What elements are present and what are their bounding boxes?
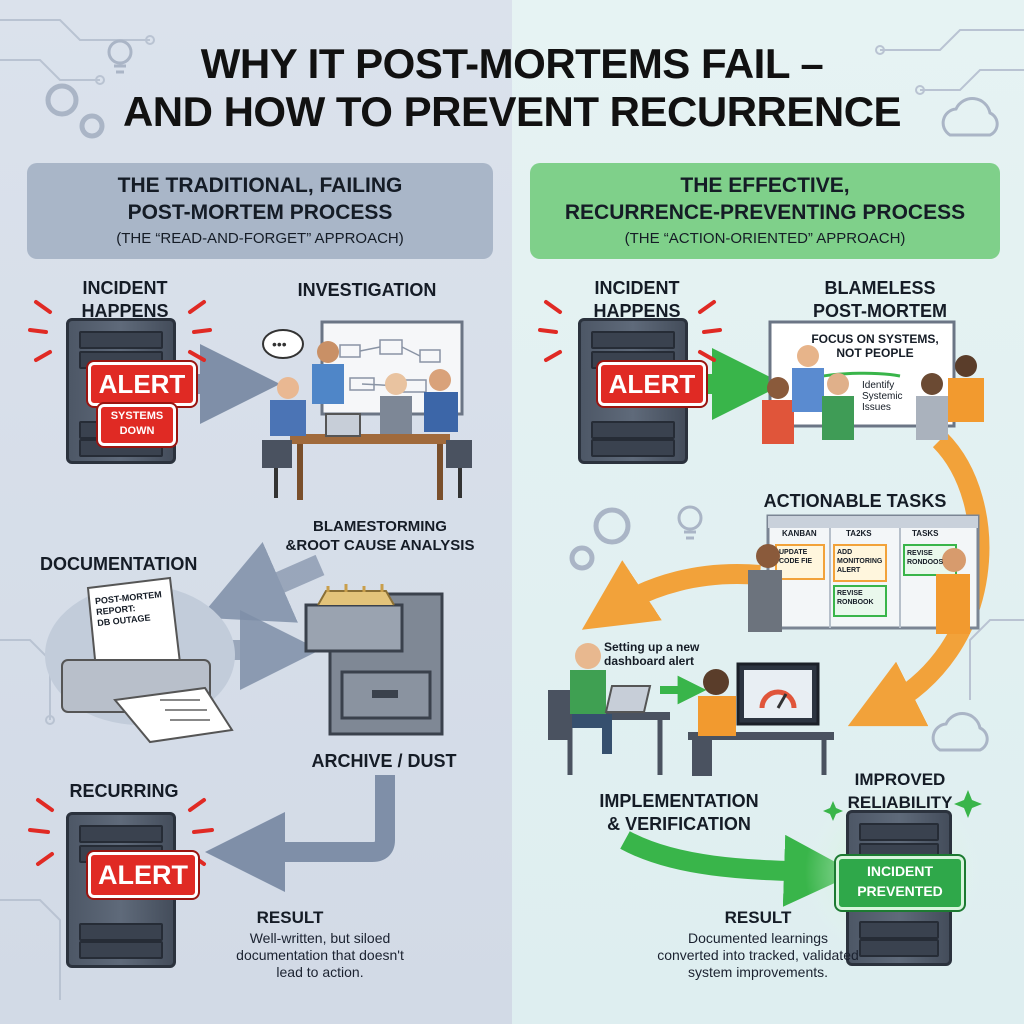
flow-arrow-investigation-to-documentation xyxy=(199,542,325,623)
right-header: THE EFFECTIVE, RECURRENCE-PREVENTING PRO… xyxy=(530,163,1000,259)
actionable-tasks-label: ACTIONABLE TASKS xyxy=(763,491,947,511)
kanban-board-illustration xyxy=(748,514,980,634)
kanban-card-4: REVISE RONBOOK xyxy=(837,590,874,606)
implementation-desk-illustration xyxy=(548,643,834,776)
improved-reliability-label: IMPROVED RELIABILITY xyxy=(847,770,953,812)
kanban-card-3: REVISE RONDOOS xyxy=(907,550,944,566)
right-result-text: Documented learnings converted into trac… xyxy=(657,930,859,980)
page-title-line2: AND HOW TO PREVENT RECURRENCE xyxy=(122,88,902,135)
blamestorming-label: BLAMESTORMING &ROOT CAUSE ANALYSIS xyxy=(285,518,475,554)
left-header: THE TRADITIONAL, FAILING POST-MORTEM PRO… xyxy=(27,163,493,259)
blameless-label: BLAMELESS POST-MORTEM xyxy=(813,278,947,321)
lightbulb-icon xyxy=(107,39,703,540)
left-result-text: Well-written, but siloed documentation t… xyxy=(236,930,404,980)
flow-arrow-tasks-to-implementation xyxy=(581,560,761,630)
blameless-scene xyxy=(762,320,984,444)
investigation-scene: ••• xyxy=(262,320,472,500)
page-title-line1: WHY IT POST-MORTEMS FAIL – xyxy=(200,40,824,87)
documentation-label: DOCUMENTATION xyxy=(40,554,198,574)
left-header-line2: POST-MORTEM PROCESS xyxy=(127,201,393,224)
archive-label: ARCHIVE / DUST xyxy=(311,751,457,771)
right-incident-label: INCIDENT HAPPENS xyxy=(593,278,681,321)
circuit-decoration xyxy=(0,19,1024,1000)
sparkle-icon xyxy=(823,790,982,821)
svg-text:•••: ••• xyxy=(272,336,287,352)
left-incident-label: INCIDENT HAPPENS xyxy=(81,278,169,321)
implementation-label: IMPLEMENTATION & VERIFICATION xyxy=(599,791,759,834)
incident-prevented-badge: INCIDENT PREVENTED xyxy=(836,856,964,910)
alert-rays xyxy=(28,300,722,866)
kanban-col-1: KANBAN xyxy=(782,529,817,538)
flow-arrow-implementation-to-prevented xyxy=(620,831,856,907)
right-result-label: RESULT xyxy=(724,908,792,927)
right-alert-badge: ALERT xyxy=(598,362,706,406)
kanban-card-2: ADD MONITORING ALERT xyxy=(837,549,883,574)
board-note: Identify Systemic Issues xyxy=(862,380,903,413)
board-headline: FOCUS ON SYSTEMS, NOT PEOPLE xyxy=(811,332,939,360)
right-header-line1: THE EFFECTIVE, xyxy=(680,174,850,197)
filing-cabinet-illustration xyxy=(304,584,444,736)
recurring-alert-badge: ALERT xyxy=(88,852,198,898)
left-result-label: RESULT xyxy=(256,908,324,927)
kanban-col-2: TA2KS xyxy=(846,529,872,538)
left-header-line3: (THE “READ-AND-FORGET” APPROACH) xyxy=(116,230,404,247)
left-header-line1: THE TRADITIONAL, FAILING xyxy=(117,174,403,197)
left-alert-badge: ALERT xyxy=(88,362,196,406)
kanban-col-3: TASKS xyxy=(912,529,939,538)
printer-illustration xyxy=(45,576,235,744)
kanban-card-1: UPDATE CODE FIE xyxy=(779,549,813,565)
flow-arrow-archive-to-recurring xyxy=(205,775,395,892)
systems-down-badge: SYSTEMS DOWN xyxy=(98,404,176,446)
speech-text: Setting up a new dashboard alert xyxy=(604,640,700,668)
right-header-line2: RECURRENCE-PREVENTING PROCESS xyxy=(564,201,966,224)
cloud-icon xyxy=(931,97,999,752)
right-header-line3: (THE “ACTION-ORIENTED” APPROACH) xyxy=(624,230,906,247)
recurring-label: RECURRING xyxy=(69,781,179,801)
investigation-label: INVESTIGATION xyxy=(297,280,437,300)
